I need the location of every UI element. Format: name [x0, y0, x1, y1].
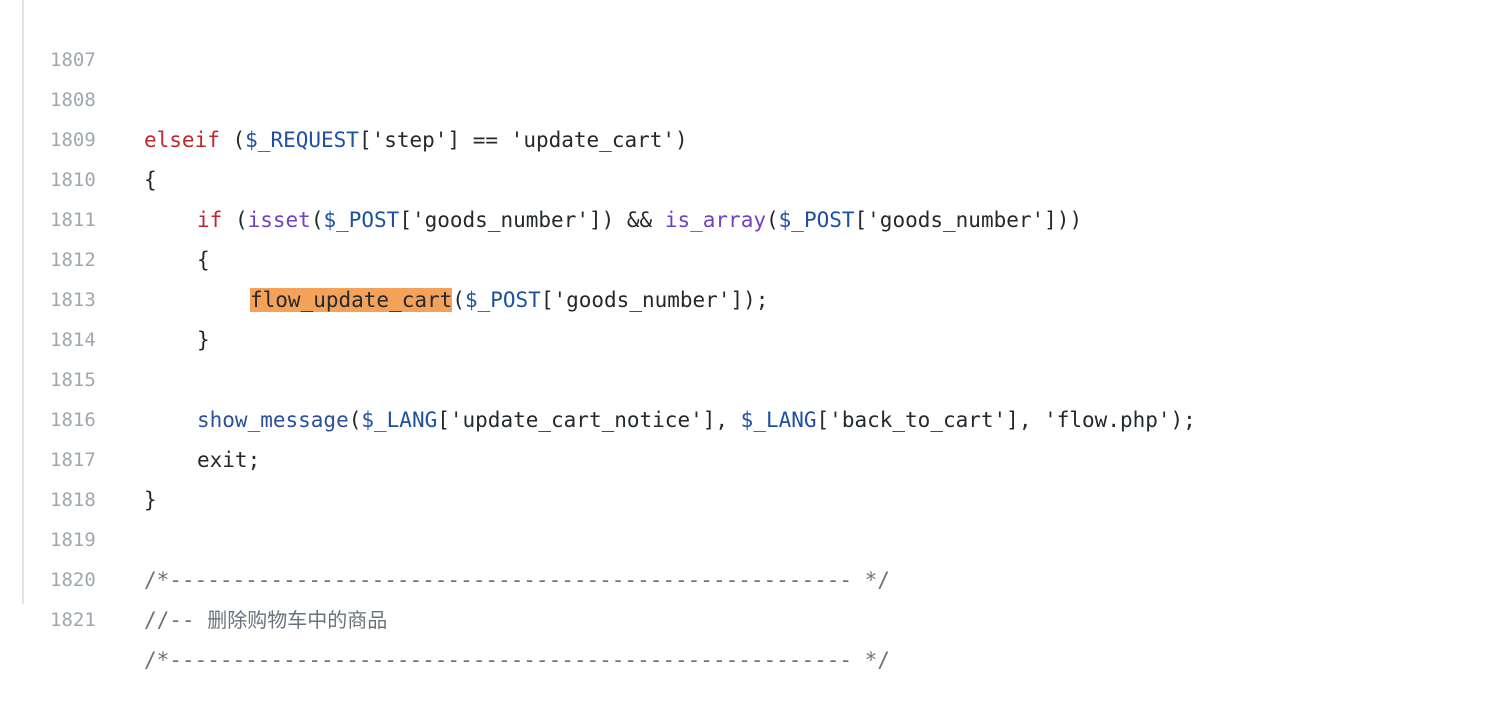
code-line: 1820 //-- 删除购物车中的商品	[0, 520, 1488, 632]
code-line: 1818	[0, 440, 1488, 511]
code-line: 1812 flow_update_cart($_POST['goods_numb…	[0, 200, 1488, 312]
code-token: }	[144, 488, 157, 512]
code-content: }	[197, 320, 210, 360]
code-line: 1817 }	[0, 400, 1488, 512]
variable-token: $_LANG	[361, 408, 438, 432]
code-token: (	[219, 128, 246, 152]
code-content: }	[144, 480, 157, 520]
function-token: isset	[247, 208, 311, 232]
code-token: (	[348, 408, 362, 432]
line-number: 1814	[50, 329, 96, 351]
code-viewer: 1807 1808 elseif ($_REQUEST['step'] == '…	[0, 0, 1488, 672]
line-number: 1808	[50, 89, 96, 111]
code-token: exit;	[197, 448, 261, 472]
code-line: 1819 /*---------------------------------…	[0, 480, 1488, 592]
code-token: }	[197, 328, 210, 352]
code-token: ['back_to_cart'], 'flow.php');	[816, 408, 1196, 432]
line-number: 1810	[50, 169, 96, 191]
code-line: 1808 elseif ($_REQUEST['step'] == 'updat…	[0, 40, 1488, 152]
code-token: (	[222, 208, 248, 232]
line-number: 1815	[50, 369, 96, 391]
code-content: {	[197, 240, 210, 280]
code-token: ['goods_number']);	[540, 288, 769, 312]
code-line: 1816 exit;	[0, 360, 1488, 472]
code-token: (	[452, 288, 465, 312]
keyword-token: if	[197, 208, 223, 232]
variable-token: $_LANG	[740, 408, 817, 432]
variable-token: $_REQUEST	[245, 128, 359, 152]
code-line: 1815 show_message($_LANG['update_cart_no…	[0, 320, 1488, 432]
comment-prefix: //--	[144, 608, 208, 632]
line-number: 1817	[50, 449, 96, 471]
code-line: 1807	[0, 0, 1488, 71]
code-token: (	[766, 208, 779, 232]
code-token: (	[310, 208, 324, 232]
code-token: ['goods_number']))	[854, 208, 1083, 232]
line-number: 1820	[50, 569, 96, 591]
keyword-token: elseif	[144, 128, 220, 152]
code-token: {	[144, 168, 157, 192]
line-number: 1813	[50, 289, 96, 311]
code-line: 1821 /*---------------------------------…	[0, 560, 1488, 672]
comment: /*--------------------------------------…	[144, 568, 890, 592]
line-number: 1819	[50, 529, 96, 551]
code-line: 1814	[0, 280, 1488, 351]
function-token: is_array	[664, 208, 766, 232]
code-content: if (isset($_POST['goods_number']) && is_…	[197, 200, 1082, 240]
line-number: 1816	[50, 409, 96, 431]
variable-token: $_POST	[778, 208, 855, 232]
code-token: {	[197, 248, 210, 272]
code-content: show_message($_LANG['update_cart_notice'…	[197, 400, 1196, 440]
code-content: flow_update_cart($_POST['goods_number'])…	[250, 280, 768, 320]
code-token: ['goods_number']) &&	[399, 208, 665, 232]
line-number: 1809	[50, 129, 96, 151]
code-content: exit;	[197, 440, 260, 480]
gutter-border	[22, 0, 24, 604]
function-token: show_message	[197, 408, 349, 432]
line-number: 1821	[50, 609, 96, 631]
comment: //-- 删除购物车中的商品	[144, 600, 387, 640]
comment: /*--------------------------------------…	[144, 648, 890, 672]
code-token: ['step'] == 'update_cart')	[358, 128, 688, 152]
code-line: 1811 {	[0, 160, 1488, 272]
code-line: 1810 if (isset($_POST['goods_number']) &…	[0, 120, 1488, 232]
code-content: {	[144, 160, 157, 200]
search-highlight: flow_update_cart	[250, 288, 453, 312]
code-content: elseif ($_REQUEST['step'] == 'update_car…	[144, 120, 688, 160]
line-number: 1818	[50, 489, 96, 511]
line-number: 1812	[50, 249, 96, 271]
variable-token: $_POST	[323, 208, 400, 232]
code-line: 1813 }	[0, 240, 1488, 352]
comment-text: 删除购物车中的商品	[207, 608, 388, 632]
variable-token: $_POST	[464, 288, 541, 312]
line-number: 1811	[50, 209, 96, 231]
code-token: ['update_cart_notice'],	[437, 408, 741, 432]
code-line: 1809 {	[0, 80, 1488, 192]
line-number: 1807	[50, 49, 96, 71]
